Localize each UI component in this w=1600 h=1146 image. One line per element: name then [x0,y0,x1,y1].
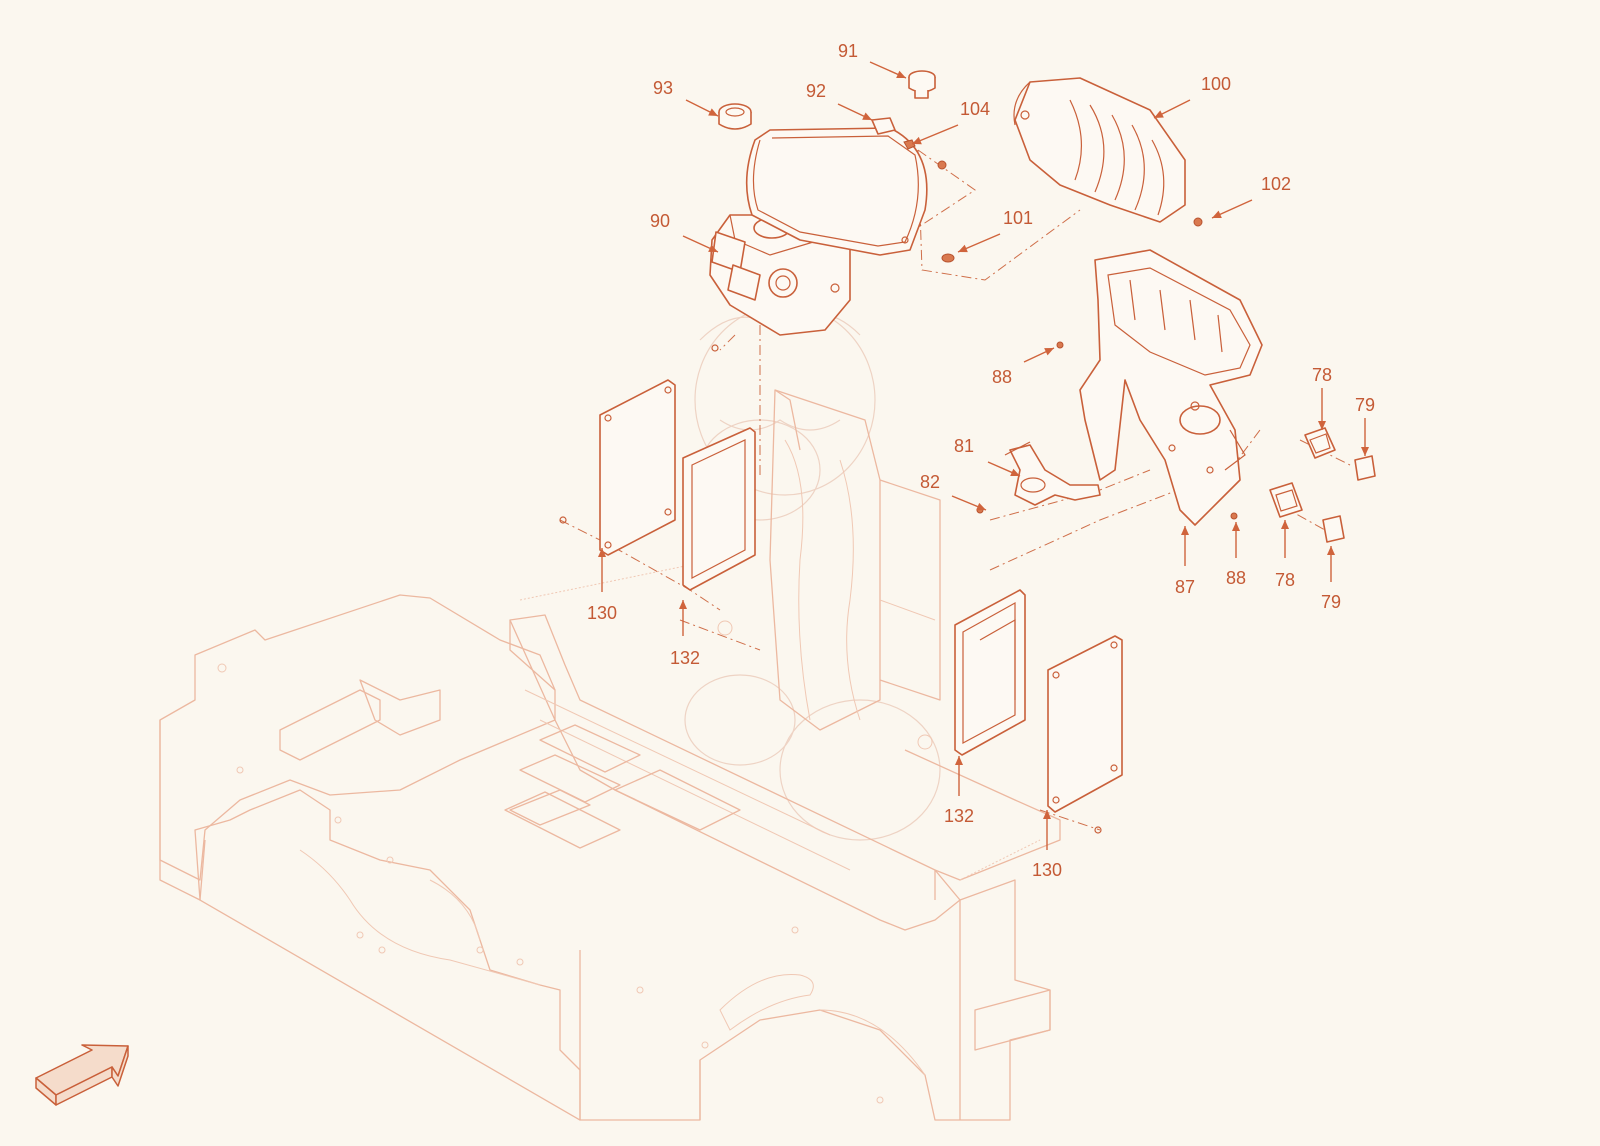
clip-78-upper [1304,427,1336,459]
callout-arrowhead-91 [896,70,906,78]
callout-arrowhead-132 [679,600,687,609]
callout-label-79: 79 [1321,592,1341,612]
callout-arrowhead-93 [708,108,718,116]
callout-label-88: 88 [992,367,1012,387]
callout-label-102: 102 [1261,174,1291,194]
callout-label-104: 104 [960,99,990,119]
callout-label-88: 88 [1226,568,1246,588]
callout-arrowhead-102 [1212,210,1222,218]
callout-label-93: 93 [653,78,673,98]
access-panel-130-right [1047,635,1123,813]
callout-label-82: 82 [920,472,940,492]
callout-arrowhead-88 [1044,348,1054,356]
callout-label-130: 130 [587,603,617,623]
orientation-arrow-icon [35,1044,129,1106]
callout-arrowhead-101 [958,244,968,253]
callout-labels: 91 93 92 104 100 102 90 101 88 81 82 78 79 87 88 78 79 13… [587,41,1375,880]
callout-label-91: 91 [838,41,858,61]
callout-arrowhead-78 [1318,421,1326,430]
callout-label-132: 132 [944,806,974,826]
callout-label-81: 81 [954,436,974,456]
gasket-frame-132-left [682,427,756,591]
callout-label-92: 92 [806,81,826,101]
cap-91 [908,70,936,99]
callout-arrowhead-130 [1043,810,1051,819]
callout-arrowhead-81 [1010,468,1020,477]
callout-arrowhead-88 [1232,522,1240,531]
callout-arrowhead-78 [1281,520,1289,529]
callout-label-90: 90 [650,211,670,231]
filter-92 [871,117,896,135]
callout-label-79: 79 [1355,395,1375,415]
callout-label-101: 101 [1003,208,1033,228]
callout-label-132: 132 [670,648,700,668]
fuel-tank-90 [709,214,851,336]
gasket-frame-132-right [954,589,1026,756]
mount-bracket-87 [1079,249,1263,526]
callout-label-100: 100 [1201,74,1231,94]
ring-93 [718,103,752,130]
fasteners [559,139,1238,834]
callout-arrowhead-100 [1154,110,1164,118]
machine-frame [159,389,1061,1121]
pad-79-upper [1354,455,1376,481]
callout-label-87: 87 [1175,577,1195,597]
callout-arrowhead-132 [955,756,963,765]
muffler-cover-100 [1013,77,1186,223]
access-panel-130-left [599,379,676,556]
callout-arrowhead-87 [1181,526,1189,535]
bracket-81 [1004,441,1101,506]
callout-label-78: 78 [1275,570,1295,590]
callout-arrowhead-92 [862,112,872,120]
callout-arrowhead-130 [598,548,606,557]
callout-label-130: 130 [1032,860,1062,880]
clip-78-lower [1269,482,1303,518]
callout-arrowhead-82 [976,502,986,511]
callout-arrowhead-90 [708,244,718,252]
callout-arrowhead-79 [1327,546,1335,555]
callout-label-78: 78 [1312,365,1332,385]
pad-79-lower [1322,515,1345,543]
callout-arrowhead-79 [1361,447,1369,456]
callout-arrowhead-104 [912,136,922,145]
